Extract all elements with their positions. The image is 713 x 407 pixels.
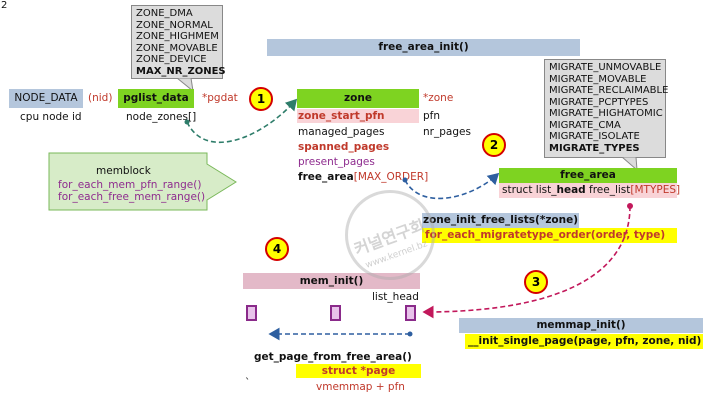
pglist-data-box: pglist_data: [118, 89, 194, 108]
migrate-types-callout: MIGRATE_UNMOVABLE MIGRATE_MOVABLE MIGRAT…: [544, 59, 669, 158]
cpu-node-id-label: cpu node id: [20, 111, 82, 123]
free-area-field: free_area[MAX_ORDER]: [298, 171, 428, 183]
nid-label: (nid): [88, 92, 113, 104]
get-page-title: get_page_from_free_area(): [254, 351, 412, 363]
migrate-type-item: MIGRATE_MOVABLE: [549, 73, 647, 85]
migrate-type-item: MIGRATE_CMA: [549, 119, 621, 131]
migrate-type-item: MIGRATE_RECLAIMABLE: [549, 85, 669, 96]
pgdat-label: *pgdat: [202, 92, 238, 104]
struct-page-box: struct *page: [296, 364, 421, 378]
migrate-type-item: MIGRATE_UNMOVABLE: [549, 62, 662, 73]
zone-init-free-lists-header: zone_init_free_lists(*zone): [422, 213, 579, 228]
page-square: [246, 305, 257, 321]
page-square: [330, 305, 341, 321]
memblock-title: memblock: [96, 165, 151, 177]
zone-types-callout: ZONE_DMA ZONE_NORMAL ZONE_HIGHMEM ZONE_M…: [131, 5, 226, 79]
free-list-type-head: head: [556, 184, 586, 196]
step-badge-2: 2: [482, 133, 506, 157]
zone-type-item: ZONE_NORMAL: [136, 19, 213, 31]
zone-type-item: ZONE_DEVICE: [136, 54, 207, 65]
node-zones-dot: [184, 119, 190, 125]
free-list-type: struct list_: [502, 184, 557, 196]
watermark-stamp: [345, 190, 435, 280]
free-area-header: free_area: [499, 168, 677, 183]
zone-type-item: ZONE_HIGHMEM: [136, 31, 219, 42]
zone-header: zone: [297, 89, 419, 108]
page-list-dot: [407, 331, 413, 337]
free-list-field: struct list_head free_list[MTYPES]: [502, 184, 680, 196]
migrate-type-item: MIGRATE_PCPTYPES: [549, 96, 649, 108]
zone-pfn-label: pfn: [423, 110, 441, 122]
free-list-dot: [627, 203, 633, 209]
nr-pages-label: nr_pages: [423, 126, 471, 138]
zone-start-pfn-field: zone_start_pfn: [298, 110, 385, 122]
memblock-arrow-shape: [48, 152, 237, 211]
step-badge-1: 1: [249, 87, 273, 111]
free-list-to-list-head-arrow: [422, 205, 631, 319]
managed-pages-field: managed_pages: [298, 126, 385, 138]
migrate-types-max: MIGRATE_TYPES: [549, 142, 640, 154]
migrate-type-item: MIGRATE_ISOLATE: [549, 131, 640, 142]
zone-type-max: MAX_NR_ZONES: [136, 65, 226, 77]
free-list-row: [499, 183, 677, 198]
present-pages-field: present_pages: [298, 156, 375, 168]
zone-type-item: ZONE_MOVABLE: [136, 42, 218, 54]
free-area-dot: [402, 177, 408, 183]
init-single-page: __init_single_page(page, pfn, zone, nid): [465, 334, 703, 349]
step-badge-3: 3: [524, 270, 548, 294]
zone-type-item: ZONE_DMA: [136, 8, 193, 19]
node-zones-to-zone-arrow: [186, 98, 298, 144]
migrate-callout-pointer: [621, 157, 638, 171]
tick-mark: `: [245, 377, 251, 389]
node-data-box: NODE_DATA: [9, 89, 83, 108]
page-marker: 2: [1, 0, 8, 11]
zone-ptr-label: *zone: [423, 92, 454, 104]
free-area-field-index: [MAX_ORDER]: [353, 171, 429, 183]
vmemmap-label: vmemmap + pfn: [316, 381, 405, 393]
free-area-to-struct-arrow: [404, 172, 500, 200]
list-head-label: list_head: [372, 291, 419, 303]
free-area-field-name: free_area: [298, 171, 354, 183]
memblock-free-range: for_each_free_mem_range(): [58, 191, 206, 203]
memblock-pfn-range: for_each_mem_pfn_range(): [58, 179, 202, 191]
memmap-init-header: memmap_init(): [459, 318, 703, 333]
step-badge-4: 4: [265, 237, 289, 261]
free-area-init-header: free_area_init(): [267, 39, 580, 56]
page-square: [405, 305, 416, 321]
migrate-type-item: MIGRATE_HIGHATOMIC: [549, 108, 663, 119]
node-zones-label: node_zones[]: [126, 111, 197, 123]
zone-callout-pointer: [176, 78, 194, 92]
free-list-name: free_list: [589, 184, 631, 196]
migratetype-order-loop: for_each_migratetype_order(order, type): [422, 228, 677, 243]
zone-start-pfn-row: [297, 109, 419, 123]
free-list-index: [MTYPES]: [630, 184, 681, 196]
spanned-pages-field: spanned_pages: [298, 141, 390, 153]
